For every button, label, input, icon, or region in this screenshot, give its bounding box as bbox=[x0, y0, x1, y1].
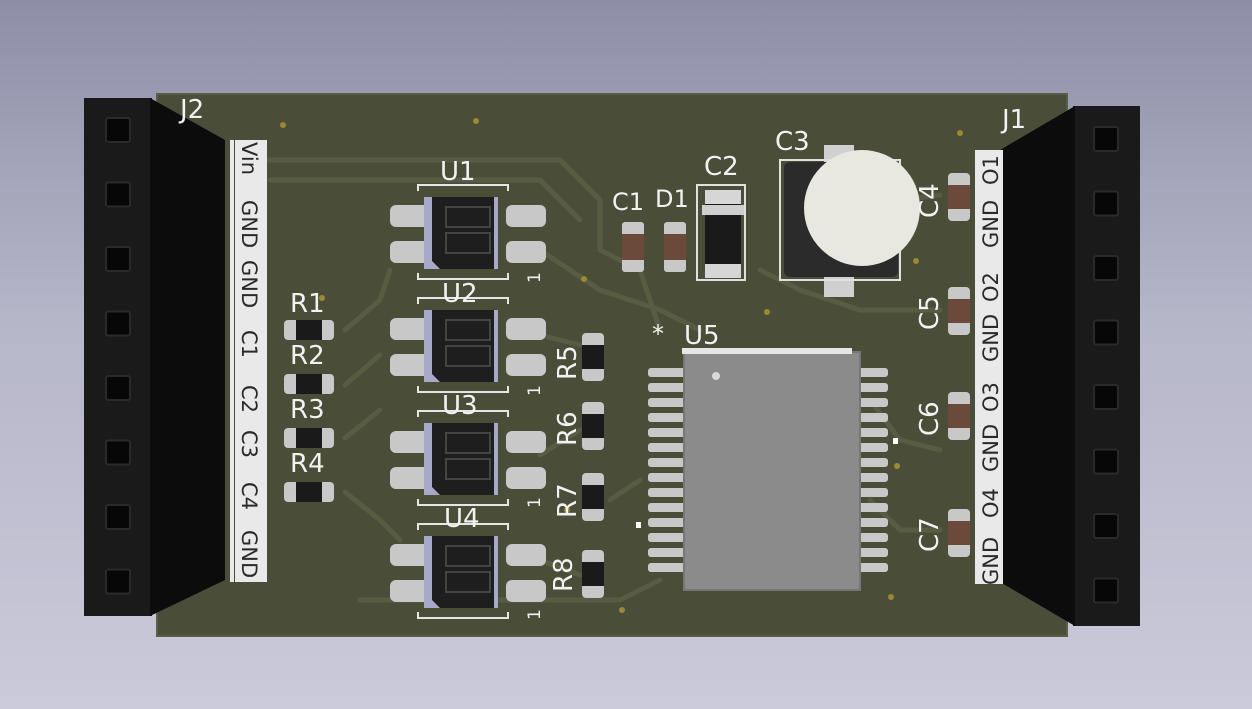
j2-pin-label: GND bbox=[237, 260, 261, 308]
j2-pin-socket bbox=[105, 439, 131, 466]
c2-ref-label: C2 bbox=[704, 152, 739, 182]
j1-pin-socket bbox=[1093, 126, 1119, 152]
pin1-marker: 1 bbox=[525, 497, 545, 508]
j2-pin-label: Vin bbox=[237, 142, 261, 175]
r8-resistor bbox=[582, 550, 604, 598]
r7-resistor bbox=[582, 473, 604, 521]
r6-resistor bbox=[582, 402, 604, 450]
c4-ref-label: C4 bbox=[915, 183, 945, 218]
j2-pin-socket bbox=[105, 310, 131, 337]
u4-ref-label: U4 bbox=[444, 504, 480, 534]
j2-pin-socket bbox=[105, 181, 131, 208]
j2-pin-label: C1 bbox=[237, 330, 261, 358]
j2-pin-socket bbox=[105, 246, 131, 272]
j1-pin-label: GND bbox=[979, 314, 1003, 362]
d1-ref-label: D1 bbox=[655, 185, 689, 213]
r3-ref-label: R3 bbox=[290, 395, 325, 425]
r2-resistor bbox=[284, 374, 334, 394]
j2-pin-label: GND bbox=[237, 530, 261, 578]
pin1-marker: 1 bbox=[525, 609, 545, 620]
j1-header bbox=[1000, 106, 1140, 626]
j1-pin-socket bbox=[1093, 513, 1119, 539]
j1-pin-label: GND bbox=[979, 424, 1003, 472]
r5-ref-label: R5 bbox=[553, 345, 583, 380]
j2-pin-label: C2 bbox=[237, 385, 261, 413]
r2-ref-label: R2 bbox=[290, 341, 325, 371]
u5-pin1-marker: * bbox=[652, 320, 664, 348]
r7-ref-label: R7 bbox=[553, 483, 583, 518]
r6-ref-label: R6 bbox=[553, 411, 583, 446]
u1-ic bbox=[390, 184, 546, 280]
j2-pin-socket bbox=[105, 568, 131, 595]
c7-capacitor bbox=[948, 509, 970, 557]
u2-ic bbox=[390, 297, 546, 393]
j1-pin-socket bbox=[1093, 577, 1119, 604]
j2-pin-label: C3 bbox=[237, 430, 261, 458]
j1-pin-socket bbox=[1093, 319, 1119, 346]
r8-ref-label: R8 bbox=[549, 557, 579, 592]
j1-pin-label: GND bbox=[979, 200, 1003, 248]
c6-ref-label: C6 bbox=[915, 401, 945, 436]
j1-pin-label: O4 bbox=[979, 488, 1003, 518]
c3-ref-label: C3 bbox=[775, 127, 810, 157]
c1-ref-label: C1 bbox=[612, 188, 644, 216]
j2-label-strip bbox=[235, 140, 267, 582]
pcb-board bbox=[156, 93, 1068, 637]
u3-ref-label: U3 bbox=[442, 391, 478, 421]
j1-pin-label: O1 bbox=[979, 155, 1003, 185]
u3-ic bbox=[390, 410, 546, 506]
r3-resistor bbox=[284, 428, 334, 448]
u4-ic bbox=[390, 523, 546, 619]
j2-header bbox=[84, 98, 225, 616]
u5-ref-label: U5 bbox=[684, 321, 720, 351]
j2-pin-label: GND bbox=[237, 200, 261, 248]
j1-pin-label: O2 bbox=[979, 272, 1003, 302]
u2-ref-label: U2 bbox=[442, 279, 478, 309]
j1-pin-socket bbox=[1093, 384, 1119, 410]
j1-pin-label: GND bbox=[979, 537, 1003, 585]
j1-pin-socket bbox=[1093, 255, 1119, 281]
j1-pin-socket bbox=[1093, 190, 1119, 217]
c5-ref-label: C5 bbox=[915, 295, 945, 330]
r1-resistor bbox=[284, 320, 334, 340]
j1-pin-label: O3 bbox=[979, 382, 1003, 412]
j2-ref-label: J2 bbox=[178, 95, 204, 125]
j1-pin-socket bbox=[1093, 448, 1119, 475]
pin1-marker: 1 bbox=[525, 272, 545, 283]
r4-resistor bbox=[284, 482, 334, 502]
c3-electrolytic-capacitor bbox=[779, 145, 920, 297]
j1-ref-label: J1 bbox=[1000, 105, 1026, 135]
j2-pin-socket bbox=[105, 375, 131, 401]
c7-ref-label: C7 bbox=[915, 517, 945, 552]
c4-capacitor bbox=[948, 173, 970, 221]
pin1-marker: 1 bbox=[525, 385, 545, 396]
u1-ref-label: U1 bbox=[440, 157, 476, 187]
c5-capacitor bbox=[948, 287, 970, 335]
r1-ref-label: R1 bbox=[290, 289, 325, 319]
c2-component bbox=[696, 184, 746, 281]
j2-pin-socket bbox=[105, 117, 131, 143]
u5-ic bbox=[636, 348, 898, 591]
j1-label-strip bbox=[975, 150, 1003, 584]
r4-ref-label: R4 bbox=[290, 449, 325, 479]
c6-capacitor bbox=[948, 392, 970, 440]
vias bbox=[280, 118, 963, 613]
d1-diode bbox=[664, 222, 686, 272]
j2-pin-socket bbox=[105, 504, 131, 530]
c1-capacitor bbox=[622, 222, 644, 272]
r5-resistor bbox=[582, 333, 604, 381]
j2-pin-label: C4 bbox=[237, 482, 261, 510]
